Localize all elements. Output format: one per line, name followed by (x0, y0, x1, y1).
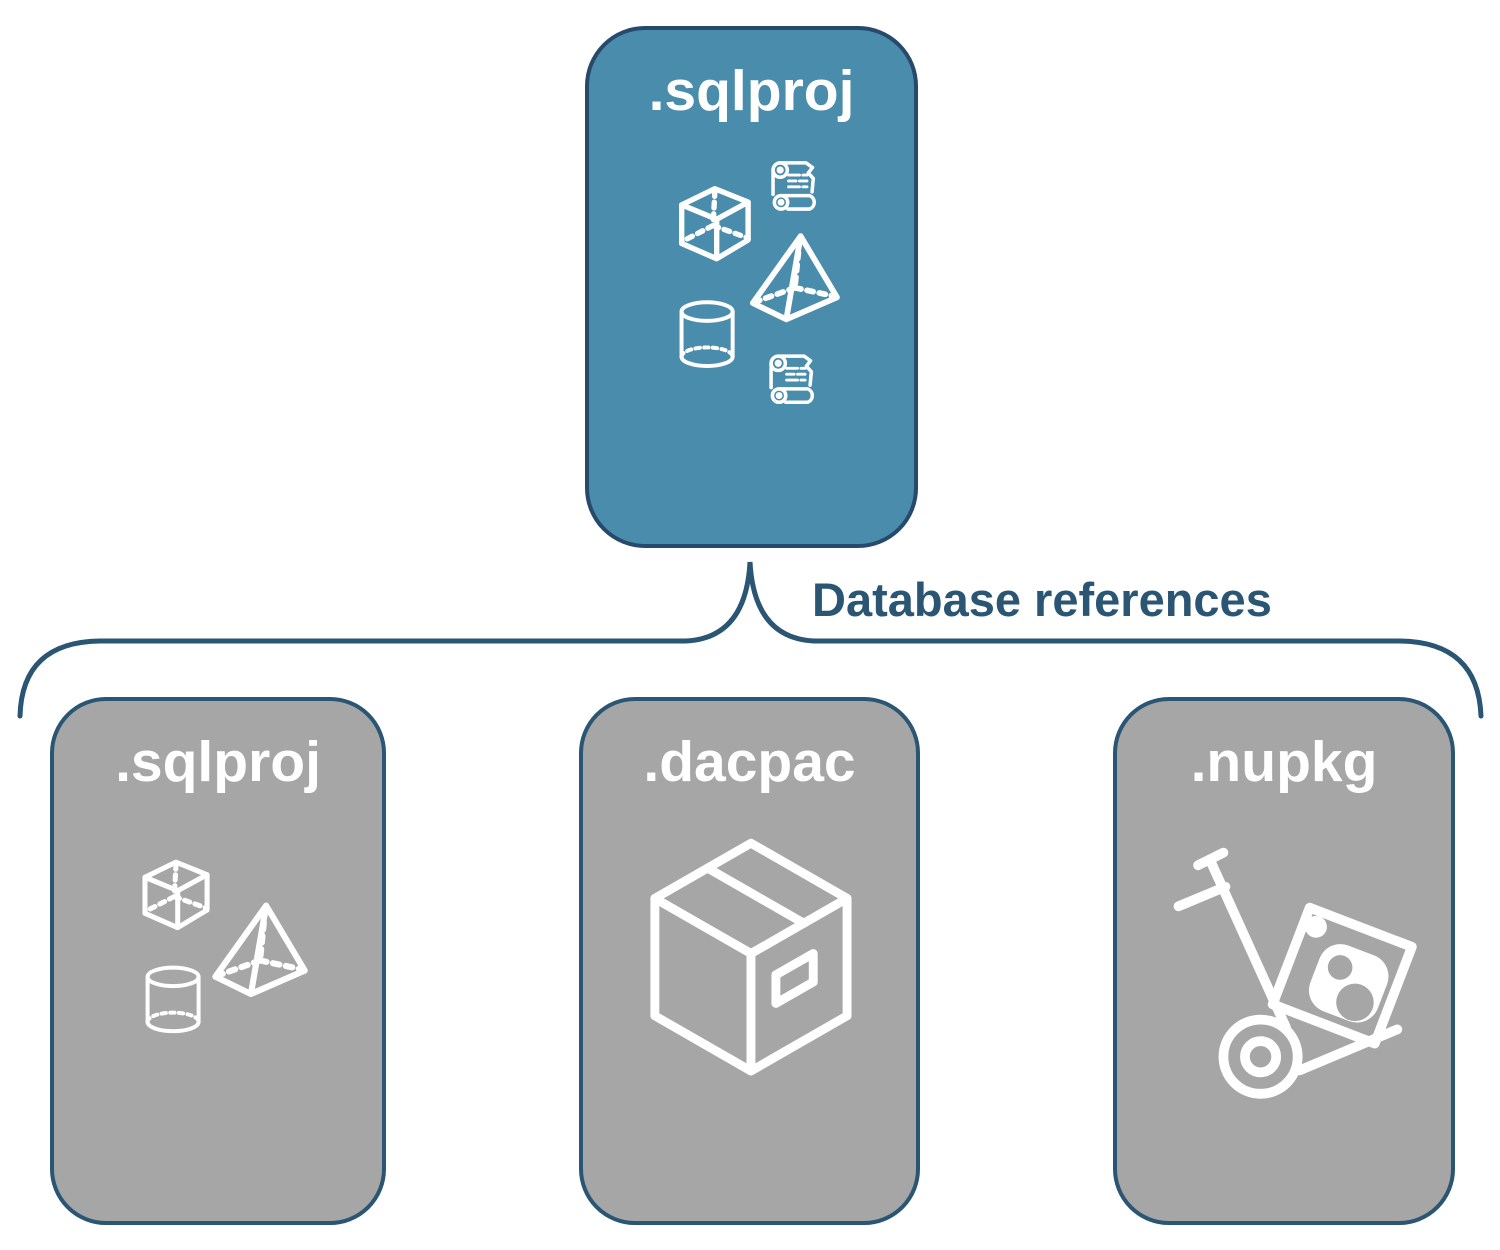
child-node-label: .nupkg (1190, 730, 1378, 794)
scroll-icon (769, 354, 815, 405)
pyramid-icon (215, 906, 304, 994)
scroll-icon (771, 161, 817, 211)
child-node-sqlproj: .sqlproj (50, 697, 386, 1225)
root-node-icons (589, 161, 914, 405)
cylinder-icon (145, 965, 201, 1034)
cube-icon (145, 862, 207, 927)
root-node-label: .sqlproj (648, 59, 855, 123)
child-node-nupkg: .nupkg (1113, 697, 1455, 1225)
child-node-label: .sqlproj (115, 730, 321, 794)
nuget-dolly-icon (1179, 853, 1412, 1094)
child-node-icons (583, 701, 916, 1221)
cube-icon (682, 189, 748, 259)
pyramid-icon (753, 236, 837, 319)
child-node-dacpac: .dacpac (579, 697, 920, 1225)
connector-label: Database references (812, 573, 1272, 626)
cylinder-icon (682, 302, 733, 366)
child-node-label: .dacpac (643, 730, 856, 794)
package-box-icon (655, 843, 847, 1071)
child-node-icons (1117, 701, 1451, 1221)
child-node-icons (54, 701, 382, 1034)
root-node-sqlproj: .sqlproj (585, 26, 918, 548)
